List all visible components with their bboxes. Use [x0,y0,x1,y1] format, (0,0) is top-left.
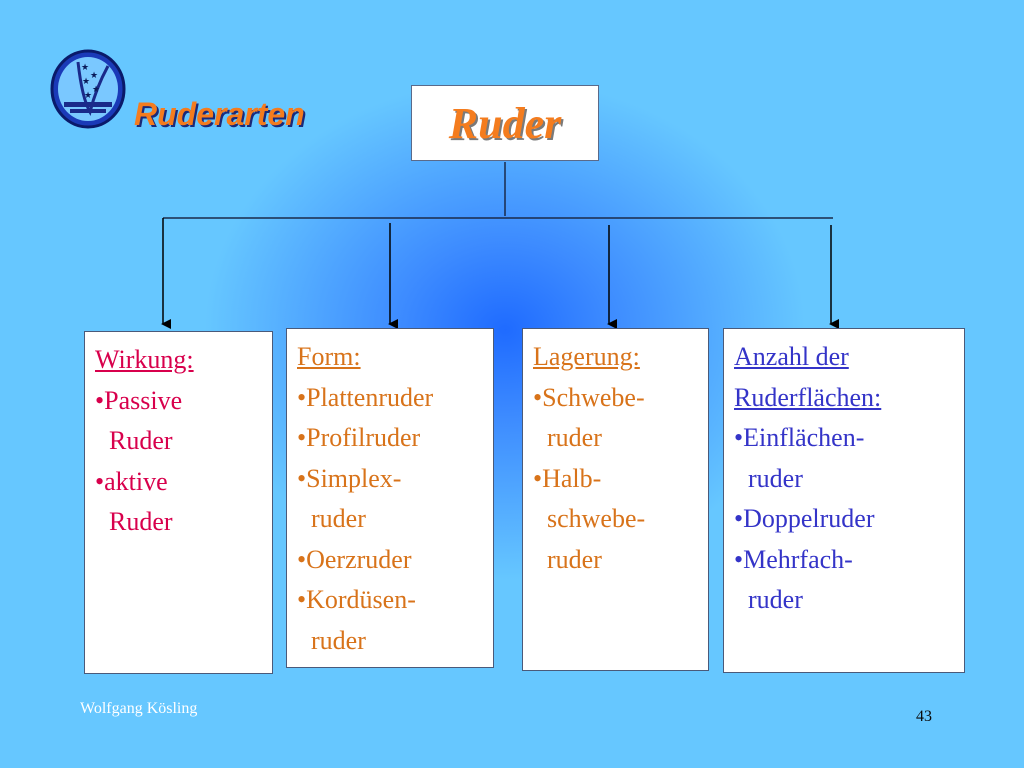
page-number: 43 [916,708,932,725]
anzahl-item: Doppelruder [734,499,964,540]
wirkung-item-cont: Ruder [109,507,173,536]
lagerung-item-cont: ruder [547,423,602,452]
svg-text:★: ★ [84,90,92,100]
form-heading: Form: [297,342,361,371]
slide-title: Ruderarten [134,96,305,132]
anzahl-item: Einflächen- [734,418,964,459]
anzahl-item: Mehrfach- [734,540,964,581]
wirkung-item: aktive [95,462,272,503]
form-item: Oerzruder [297,540,493,581]
anzahl-box: Anzahl der Ruderflächen: Einflächen- rud… [723,328,965,673]
lagerung-item-cont: ruder [547,544,602,574]
form-item: Simplex- [297,459,493,500]
svg-text:★: ★ [81,62,89,72]
lagerung-item: Halb- [533,459,708,500]
lagerung-item: Schwebe- [533,378,708,419]
form-box: Form: Plattenruder Profilruder Simplex- … [286,328,494,668]
footer-author: Wolfgang Kösling [80,700,198,717]
lagerung-heading: Lagerung: [533,342,640,371]
root-node-label: Ruder [448,98,562,148]
svg-text:★: ★ [90,70,98,80]
anzahl-item-cont: ruder [748,463,803,493]
root-node-box: Ruder [411,85,599,161]
wirkung-heading: Wirkung: [95,345,194,374]
wirkung-box: Wirkung: Passive Ruder aktive Ruder [84,331,273,674]
wirkung-item-cont: Ruder [109,426,173,455]
club-emblem-icon: ★ ★ ★ ★ ★ [50,49,126,129]
anzahl-heading: Ruderflächen: [734,382,882,412]
form-item-cont: ruder [311,625,366,655]
anzahl-item-cont: ruder [748,585,803,614]
svg-text:★: ★ [82,76,90,86]
anzahl-heading: Anzahl der [734,342,849,371]
form-item-cont: ruder [311,504,366,533]
wirkung-item: Passive [95,381,272,422]
lagerung-item-cont: schwebe- [547,504,646,533]
form-item: Plattenruder [297,378,493,419]
lagerung-box: Lagerung: Schwebe- ruder Halb- schwebe- … [522,328,709,671]
svg-text:★: ★ [92,84,100,94]
form-item: Kordüsen- [297,580,493,621]
form-item: Profilruder [297,418,493,459]
